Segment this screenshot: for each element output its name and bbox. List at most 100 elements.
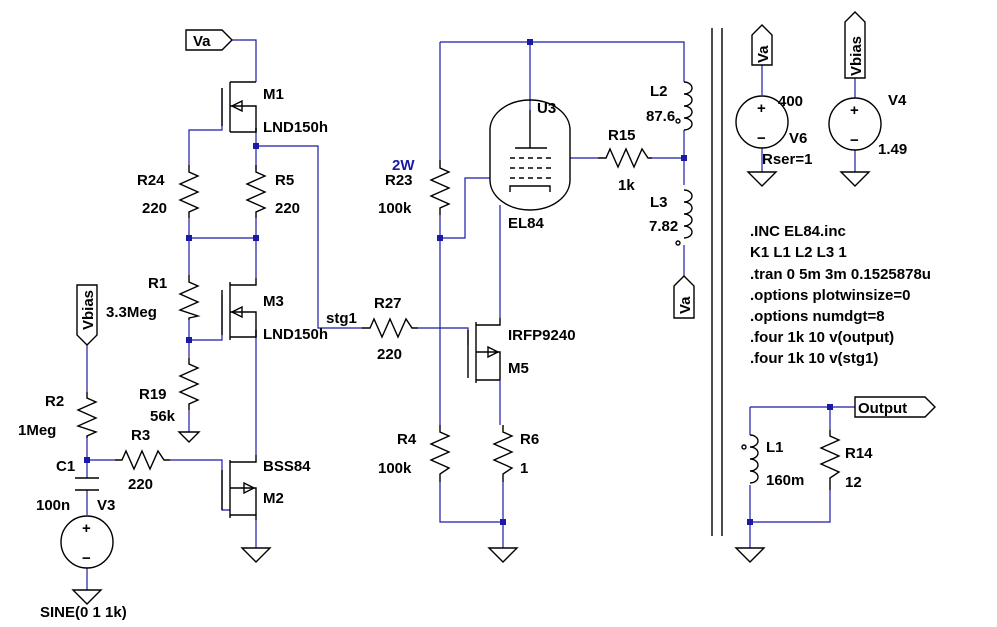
net-label-vbias: Vbias — [80, 290, 97, 330]
v4-value: 1.49 — [878, 141, 907, 158]
net-flag-va-v6: Va — [751, 24, 773, 66]
r23-value: 100k — [378, 200, 412, 217]
v6-minus: − — [757, 130, 766, 147]
v3-value: SINE(0 1 1k) — [40, 604, 127, 621]
r6-value: 1 — [520, 460, 528, 477]
v3-name: V3 — [97, 497, 115, 514]
directive-line: .four 1k 10 v(output) — [750, 329, 894, 346]
r1-value: 3.3Meg — [106, 304, 157, 321]
v4-minus: − — [850, 132, 859, 149]
m3-name: M3 — [263, 293, 284, 310]
spice-directives: .INC EL84.inc K1 L1 L2 L3 1 .tran 0 5m 3… — [750, 223, 931, 367]
voltage-source-v6: + − 400 V6 Rser=1 — [735, 93, 812, 168]
net-label-va: Va — [755, 45, 772, 63]
u3-name: U3 — [537, 100, 556, 117]
m5-model: IRFP9240 — [508, 327, 576, 344]
voltage-source-v4: + − V4 1.49 — [828, 92, 907, 158]
r27-value: 220 — [377, 346, 402, 363]
net-flag-va-top: Va — [185, 29, 233, 51]
capacitor-c1: C1 100n — [36, 458, 99, 514]
r1-name: R1 — [148, 275, 167, 292]
r27-name: R27 — [374, 295, 402, 312]
r23-name: R23 — [385, 172, 413, 189]
resistor-r6: R6 1 — [492, 425, 539, 482]
r15-value: 1k — [618, 177, 635, 194]
m2-name: M2 — [263, 490, 284, 507]
r4-value: 100k — [378, 460, 412, 477]
v6-plus: + — [757, 100, 766, 117]
net-flag-output: Output — [854, 396, 936, 418]
v4-plus: + — [850, 102, 859, 119]
directive-line: .options plotwinsize=0 — [750, 287, 910, 304]
r6-name: R6 — [520, 431, 539, 448]
l1-value: 160m — [766, 472, 804, 489]
resistor-r15: R15 1k — [598, 127, 652, 194]
mosfet-m5: IRFP9240 M5 — [467, 318, 576, 383]
junction-dots — [84, 39, 833, 525]
r5-value: 220 — [275, 200, 300, 217]
r2-name: R2 — [45, 393, 64, 410]
inductor-l2: L2 87.6 — [646, 81, 693, 131]
v6-extra: Rser=1 — [762, 151, 812, 168]
r2-value: 1Meg — [18, 422, 56, 439]
r3-value: 220 — [128, 476, 153, 493]
l2-value: 87.6 — [646, 108, 675, 125]
net-label-stg1: stg1 — [326, 310, 357, 327]
net-flag-va-right: Va — [673, 275, 695, 319]
resistor-r4: R4 100k — [378, 425, 451, 482]
u3-model: EL84 — [508, 215, 545, 232]
net-label-va: Va — [193, 33, 211, 50]
resistor-r1: R1 3.3Meg — [106, 275, 201, 321]
m1-model: LND150h — [263, 119, 328, 136]
c1-value: 100n — [36, 497, 70, 514]
r19-name: R19 — [139, 386, 167, 403]
l3-name: L3 — [650, 194, 668, 211]
resistor-r23: 2W R23 100k — [378, 157, 451, 217]
m1-name: M1 — [263, 86, 284, 103]
c1-name: C1 — [56, 458, 75, 475]
resistor-r3: R3 220 — [115, 427, 170, 493]
directive-line: .tran 0 5m 3m 0.1525878u — [750, 266, 931, 283]
resistor-r2: R2 1Meg — [18, 392, 98, 439]
resistor-r5: R5 220 — [245, 165, 300, 218]
r3-name: R3 — [131, 427, 150, 444]
directive-line: .four 1k 10 v(stg1) — [750, 350, 878, 367]
l3-value: 7.82 — [649, 218, 678, 235]
r15-name: R15 — [608, 127, 636, 144]
net-label-va: Va — [677, 296, 694, 314]
r14-value: 12 — [845, 474, 862, 491]
mosfet-m3: M3 LND150h — [221, 278, 328, 343]
transformer-core — [711, 28, 723, 536]
m2-model: BSS84 — [263, 458, 311, 475]
inductor-l3: L3 7.82 — [649, 189, 693, 246]
v4-name: V4 — [888, 92, 907, 109]
r4-name: R4 — [397, 431, 417, 448]
r14-name: R14 — [845, 445, 873, 462]
r24-value: 220 — [142, 200, 167, 217]
r5-name: R5 — [275, 172, 294, 189]
l1-name: L1 — [766, 439, 784, 456]
r19-value: 56k — [150, 408, 176, 425]
v3-plus: + — [82, 520, 91, 537]
wires — [86, 39, 856, 590]
mosfet-m1: M1 LND150h — [221, 81, 328, 136]
l2-name: L2 — [650, 83, 668, 100]
inductor-l1: L1 160m — [741, 434, 804, 489]
m3-model: LND150h — [263, 326, 328, 343]
net-label-output: Output — [858, 400, 907, 417]
net-flag-vbias-left: Vbias — [76, 284, 98, 346]
resistor-r24: R24 220 — [137, 165, 200, 218]
ground-symbols — [71, 171, 871, 605]
resistor-r19: R19 56k — [139, 358, 200, 425]
voltage-source-v3: + − V3 SINE(0 1 1k) — [40, 497, 127, 621]
r23-power: 2W — [392, 157, 415, 174]
resistor-r27: R27 220 — [362, 295, 418, 363]
directive-line: .INC EL84.inc — [750, 223, 846, 240]
v3-minus: − — [82, 550, 91, 567]
m5-name: M5 — [508, 360, 529, 377]
directive-line: K1 L1 L2 L3 1 — [750, 244, 847, 261]
mosfet-m2: BSS84 M2 — [221, 455, 311, 520]
v6-value: 400 — [778, 93, 803, 110]
net-flag-vbias-v4: Vbias — [844, 11, 866, 79]
